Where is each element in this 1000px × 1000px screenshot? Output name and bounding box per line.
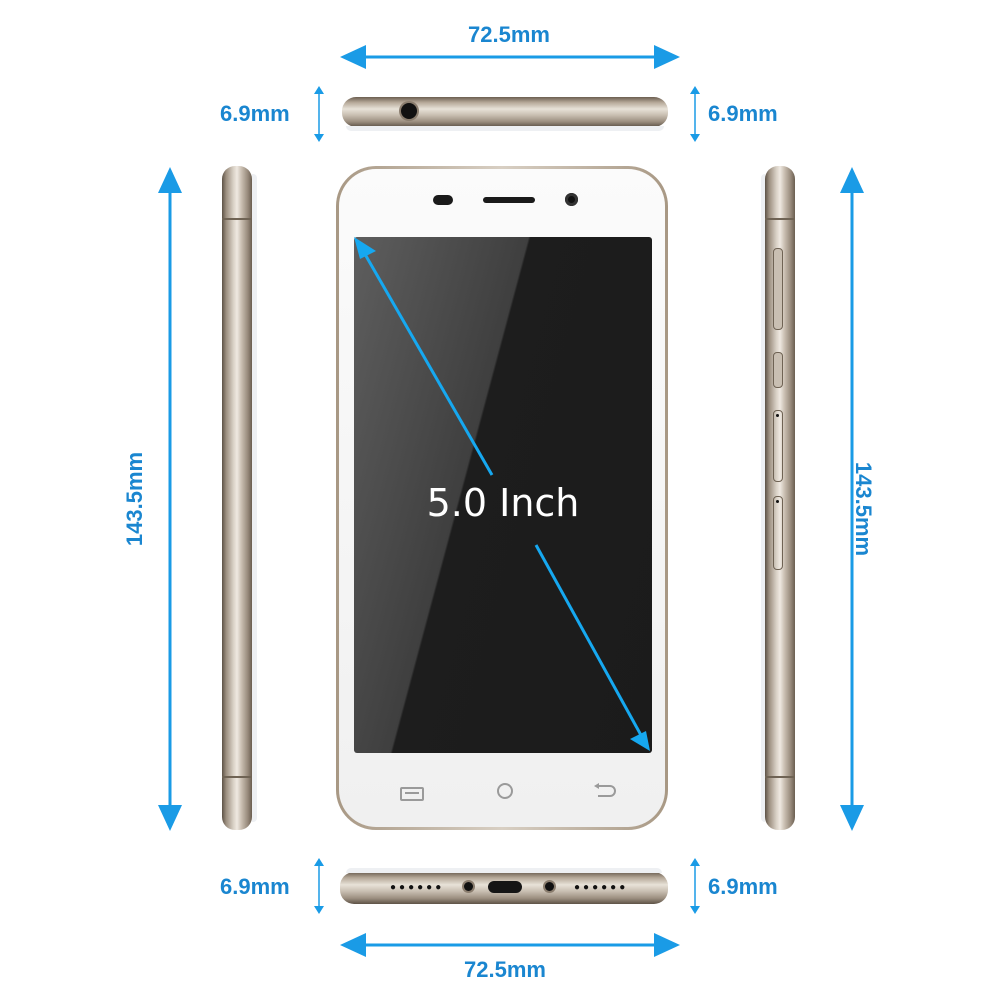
left-height-label: 143.5mm bbox=[122, 451, 148, 547]
thickness-arrow-icon bbox=[314, 86, 324, 142]
phone-top-edge bbox=[342, 97, 668, 131]
proximity-sensor-icon bbox=[433, 195, 453, 205]
bottom-right-thickness-label: 6.9mm bbox=[708, 874, 778, 899]
double-arrow-horizontal-icon bbox=[340, 45, 680, 69]
diagonal-arrow-icon bbox=[354, 237, 650, 751]
home-icon[interactable] bbox=[497, 783, 513, 799]
top-right-thickness-label: 6.9mm bbox=[708, 101, 778, 126]
sim-tray-2[interactable] bbox=[773, 496, 783, 570]
thickness-arrow-icon bbox=[690, 858, 700, 914]
double-arrow-vertical-icon bbox=[840, 167, 864, 831]
antenna-line bbox=[765, 218, 795, 220]
usb-port-icon bbox=[488, 881, 522, 893]
left-side-glass bbox=[252, 174, 257, 822]
speaker-grille-left-icon: ●●●●●● bbox=[390, 882, 445, 893]
top-edge-glass bbox=[346, 126, 664, 131]
antenna-line bbox=[222, 776, 252, 778]
double-arrow-vertical-icon bbox=[158, 167, 182, 831]
speaker-grille-right-icon: ●●●●●● bbox=[574, 882, 629, 893]
thickness-arrow-icon bbox=[314, 858, 324, 914]
phone-screen: 5.0 Inch bbox=[354, 237, 652, 753]
bottom-edge-glass bbox=[346, 868, 662, 873]
phone-right-side bbox=[761, 166, 795, 830]
top-width-label: 72.5mm bbox=[468, 22, 550, 47]
thickness-arrow-icon bbox=[690, 86, 700, 142]
right-height-label: 143.5mm bbox=[851, 461, 877, 557]
bottom-width-label: 72.5mm bbox=[464, 957, 546, 982]
headphone-jack-icon bbox=[401, 103, 417, 119]
top-left-thickness-label: 6.9mm bbox=[220, 101, 290, 126]
screen-size-label: 5.0 Inch bbox=[426, 481, 580, 525]
screw-icon bbox=[464, 882, 473, 891]
screw-icon bbox=[545, 882, 554, 891]
bottom-left-thickness-label: 6.9mm bbox=[220, 874, 290, 899]
volume-button[interactable] bbox=[773, 248, 783, 330]
sim-tray-1[interactable] bbox=[773, 410, 783, 482]
menu-icon[interactable] bbox=[400, 787, 424, 801]
back-icon[interactable] bbox=[594, 782, 616, 798]
phone-bottom-edge: ●●●●●● ●●●●●● bbox=[340, 868, 668, 904]
right-side-glass bbox=[761, 174, 765, 822]
antenna-line bbox=[765, 776, 795, 778]
phone-front: 5.0 Inch bbox=[336, 166, 668, 830]
front-camera-icon bbox=[565, 193, 578, 206]
antenna-line bbox=[222, 218, 252, 220]
power-button[interactable] bbox=[773, 352, 783, 388]
phone-front-panel: 5.0 Inch bbox=[339, 169, 665, 827]
earpiece-speaker-icon bbox=[483, 197, 535, 203]
double-arrow-horizontal-icon bbox=[340, 933, 680, 957]
phone-left-side bbox=[222, 166, 257, 830]
